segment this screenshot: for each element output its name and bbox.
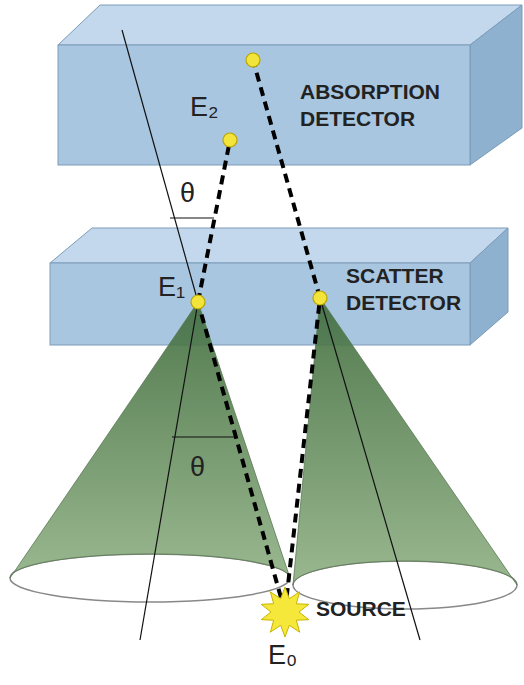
interaction-dot [246, 53, 260, 67]
source-label: SOURCE [316, 595, 436, 622]
detector-box: SCATTER DETECTOR [50, 228, 508, 345]
detector-label: SCATTER DETECTOR [346, 262, 511, 316]
source-star: SOURCE [258, 585, 312, 639]
angle-label: θ [180, 178, 195, 208]
photon-path [198, 302, 285, 612]
interaction-dot [313, 291, 327, 305]
compton-cone [293, 298, 517, 585]
photon-path [198, 140, 230, 302]
energy-label: E₁ [158, 272, 185, 302]
detector-label: ABSORPTION DETECTOR [300, 78, 480, 132]
interaction-dot [191, 295, 205, 309]
angle-label: θ [190, 452, 205, 482]
energy-label: E₂ [190, 92, 219, 122]
star-shape [258, 585, 312, 639]
photon-path [285, 298, 320, 612]
absorption-block [58, 5, 522, 165]
energy-label: E₀ [268, 640, 297, 670]
interaction-dot [223, 133, 237, 147]
detector-box: ABSORPTION DETECTOR [58, 5, 522, 165]
compton-cone [10, 302, 290, 578]
